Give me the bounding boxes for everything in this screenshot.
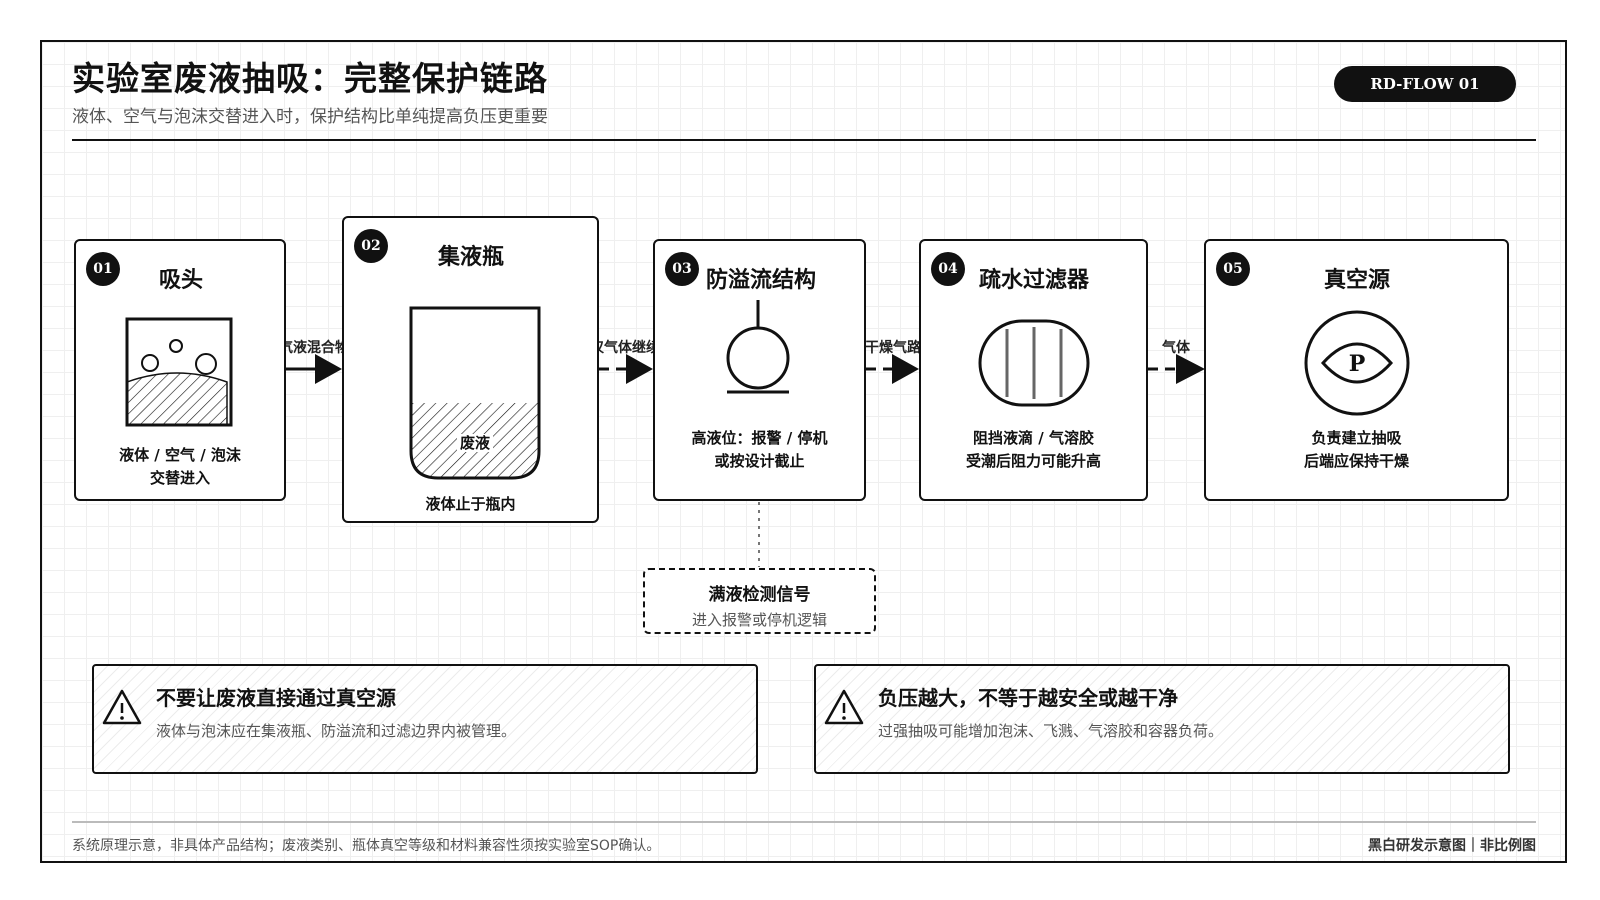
signal-subtitle: 进入报警或停机逻辑 bbox=[691, 611, 827, 629]
warning-text: 过强抽吸可能增加泡沫、飞溅、气溶胶和容器负荷。 bbox=[878, 722, 1224, 740]
suction-tip-icon bbox=[125, 317, 233, 427]
step-number-badge: 01 bbox=[86, 252, 120, 286]
arrow-01-02 bbox=[286, 354, 342, 384]
warning-text: 液体与泡沫应在集液瓶、防溢流和过滤边界内被管理。 bbox=[156, 722, 517, 740]
warning-triangle-icon bbox=[824, 689, 864, 725]
step-title: 集液瓶 bbox=[438, 245, 505, 270]
eye-vacuum-p-icon: P bbox=[1304, 310, 1410, 416]
step-number-badge: 02 bbox=[354, 229, 388, 263]
step-suction-tip: 01 吸头 液体 / 空气 / 泡沫 交替进入 bbox=[74, 239, 286, 501]
collection-bottle-icon bbox=[409, 306, 541, 480]
arrow-03-04 bbox=[866, 354, 919, 384]
connector-label-gas: 气体 bbox=[1162, 340, 1190, 356]
waste-liquid-label: 废液 bbox=[456, 434, 493, 452]
warning-title: 负压越大，不等于越安全或越干净 bbox=[878, 686, 1178, 710]
warning-triangle-icon bbox=[102, 689, 142, 725]
step-description: 液体止于瓶内 bbox=[425, 495, 516, 513]
overflow-signal-box: 满液检测信号 进入报警或停机逻辑 bbox=[643, 568, 876, 634]
step-title: 真空源 bbox=[1324, 268, 1391, 293]
footer-divider bbox=[72, 821, 1536, 823]
step-vacuum-source: 05 真空源 P 负责建立抽吸 后端应保持干燥 bbox=[1204, 239, 1509, 501]
step-number-badge: 04 bbox=[931, 252, 965, 286]
connector-label-gas-only: 仅气体继续 bbox=[590, 340, 660, 356]
page-title: 实验室废液抽吸：完整保护链路 bbox=[72, 59, 548, 98]
arrow-04-05 bbox=[1148, 354, 1205, 384]
step-title: 吸头 bbox=[159, 268, 204, 293]
step-description: 负责建立抽吸 后端应保持干燥 bbox=[1303, 429, 1409, 470]
arrow-02-03 bbox=[599, 354, 653, 384]
connector-label-mixture: 气液混合物 bbox=[279, 340, 349, 356]
footer-label: 黑白研发示意图｜非比例图 bbox=[1368, 838, 1536, 854]
step-description: 阻挡液滴 / 气溶胶 受潮后阻力可能升高 bbox=[965, 429, 1101, 470]
connector-label-dry-gas: 干燥气路 bbox=[865, 340, 921, 356]
vacuum-icon-letter: P bbox=[1349, 351, 1366, 377]
page-subtitle: 液体、空气与泡沫交替进入时，保护结构比单纯提高负压更重要 bbox=[72, 107, 548, 127]
step-description: 高液位：报警 / 停机 或按设计截止 bbox=[691, 429, 828, 470]
flow-id-badge: RD-FLOW 01 bbox=[1334, 66, 1516, 102]
footer-note: 系统原理示意，非具体产品结构；废液类别、瓶体真空等级和材料兼容性须按实验室SOP… bbox=[72, 838, 661, 854]
warning-card-pressure: 负压越大，不等于越安全或越干净 过强抽吸可能增加泡沫、飞溅、气溶胶和容器负荷。 bbox=[814, 664, 1510, 774]
float-switch-icon bbox=[726, 300, 790, 394]
header-divider bbox=[72, 139, 1536, 141]
step-description: 液体 / 空气 / 泡沫 交替进入 bbox=[119, 446, 241, 487]
filter-capsule-icon bbox=[978, 319, 1090, 407]
step-collection-bottle: 02 集液瓶 废液 液体止于瓶内 bbox=[342, 216, 599, 523]
step-number-badge: 03 bbox=[665, 252, 699, 286]
step-number-badge: 05 bbox=[1216, 252, 1250, 286]
step-title: 防溢流结构 bbox=[706, 268, 817, 293]
signal-title: 满液检测信号 bbox=[708, 585, 811, 605]
step-hydrophobic-filter: 04 疏水过滤器 阻挡液滴 / 气溶胶 受潮后阻力可能升高 bbox=[919, 239, 1148, 501]
step-overflow-protection: 03 防溢流结构 高液位：报警 / 停机 或按设计截止 bbox=[653, 239, 866, 501]
warning-title: 不要让废液直接通过真空源 bbox=[156, 686, 396, 710]
step-title: 疏水过滤器 bbox=[979, 268, 1090, 293]
warning-card-vacuum: 不要让废液直接通过真空源 液体与泡沫应在集液瓶、防溢流和过滤边界内被管理。 bbox=[92, 664, 758, 774]
